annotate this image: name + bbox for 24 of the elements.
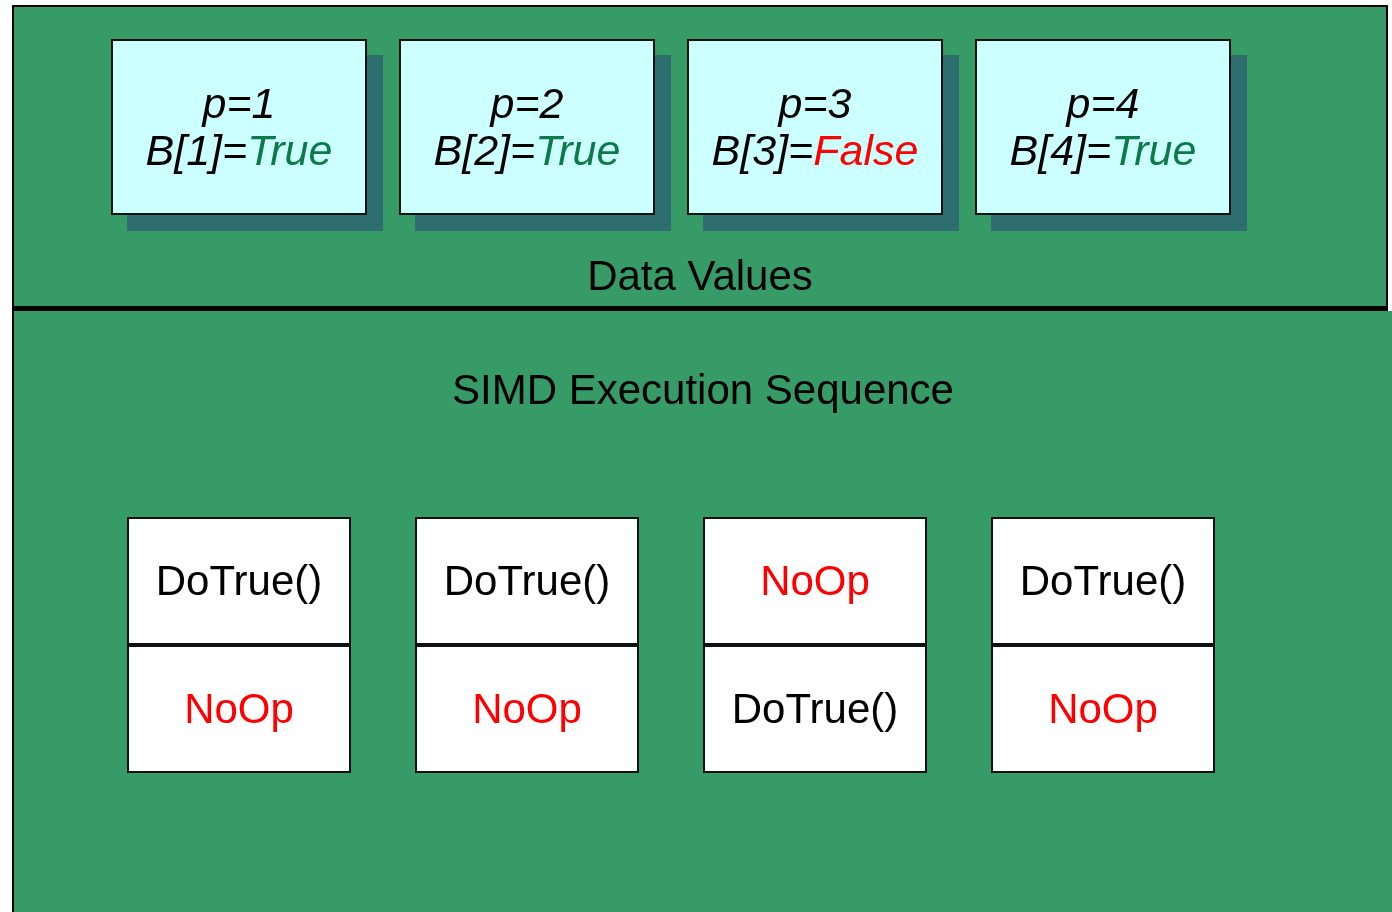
- instruction-box: DoTrue(): [991, 517, 1215, 645]
- boolean-value: False: [813, 126, 919, 174]
- variable-label: B[3]=: [711, 126, 814, 174]
- variable-label: B[4]=: [1009, 126, 1112, 174]
- instruction-box: DoTrue(): [703, 645, 927, 773]
- instruction-box: DoTrue(): [415, 517, 639, 645]
- variable-label: B[2]=: [433, 126, 536, 174]
- panel: [12, 311, 1392, 912]
- processor-label: p=4: [1066, 78, 1140, 127]
- instruction-box: DoTrue(): [127, 517, 351, 645]
- boolean-value: True: [247, 126, 333, 174]
- instruction-box: NoOp: [703, 517, 927, 645]
- panel-title: SIMD Execution Sequence: [452, 366, 954, 414]
- variable-label: B[1]=: [145, 126, 248, 174]
- panel-title: Data Values: [587, 252, 813, 300]
- instruction-box: NoOp: [991, 645, 1215, 773]
- instruction-box: NoOp: [415, 645, 639, 773]
- panel: [12, 5, 1388, 311]
- boolean-value: True: [535, 126, 621, 174]
- boolean-value: True: [1111, 126, 1197, 174]
- processor-label: p=3: [778, 78, 852, 127]
- processor-label: p=1: [202, 78, 276, 127]
- instruction-box: NoOp: [127, 645, 351, 773]
- processor-label: p=2: [490, 78, 564, 127]
